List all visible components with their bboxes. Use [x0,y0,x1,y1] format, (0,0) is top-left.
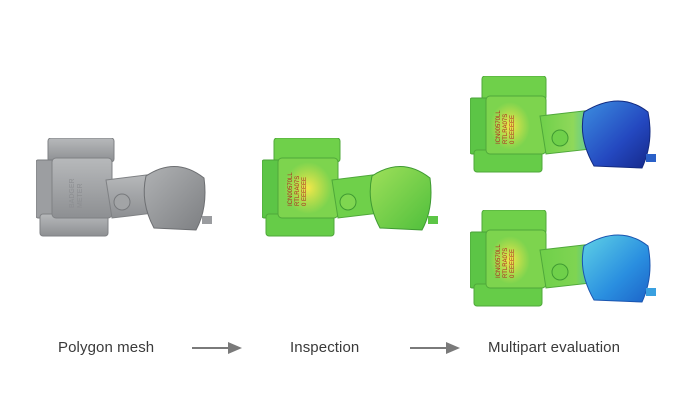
svg-text:BADGER: BADGER [69,178,76,208]
multipart-1-embossed-text: ICN00570LL RTLRA07S 0 ЕЕЕЕЕЕ [496,110,516,144]
inspection-part: ICN00570LL RTLRA07S 0 ЕЕЕЕЕЕ [262,138,438,237]
svg-text:METER: METER [77,184,84,209]
svg-text:RTLRA07S: RTLRA07S [503,114,509,144]
caption-multipart-evaluation: Multipart evaluation [488,339,621,356]
multipart-evaluation-part-2: ICN00570LL RTLRA07S 0 ЕЕЕЕЕЕ [470,210,656,307]
svg-text:0 ЕЕЕЕЕЕ: 0 ЕЕЕЕЕЕ [510,249,516,278]
svg-text:ICN00570LL: ICN00570LL [288,172,294,206]
svg-text:ICN00570LL: ICN00570LL [496,110,502,144]
mesh-embossed-text: BADGER METER [69,178,84,208]
multipart-evaluation-part-1: ICN00570LL RTLRA07S 0 ЕЕЕЕЕЕ [470,76,656,173]
svg-text:0 ЕЕЕЕЕЕ: 0 ЕЕЕЕЕЕ [302,177,308,206]
svg-text:RTLRA07S: RTLRA07S [295,176,301,206]
caption-polygon-mesh: Polygon mesh [58,339,155,356]
arrow-right-icon [410,342,460,354]
svg-text:RTLRA07S: RTLRA07S [503,248,509,278]
svg-text:ICN00570LL: ICN00570LL [496,244,502,278]
inspection-embossed-text: ICN00570LL RTLRA07S 0 ЕЕЕЕЕЕ [288,172,308,206]
multipart-2-embossed-text: ICN00570LL RTLRA07S 0 ЕЕЕЕЕЕ [496,244,516,278]
polygon-mesh-part: BADGER METER [36,138,212,237]
arrow-right-icon [192,342,242,354]
svg-text:0 ЕЕЕЕЕЕ: 0 ЕЕЕЕЕЕ [510,115,516,144]
caption-inspection: Inspection [290,339,360,356]
